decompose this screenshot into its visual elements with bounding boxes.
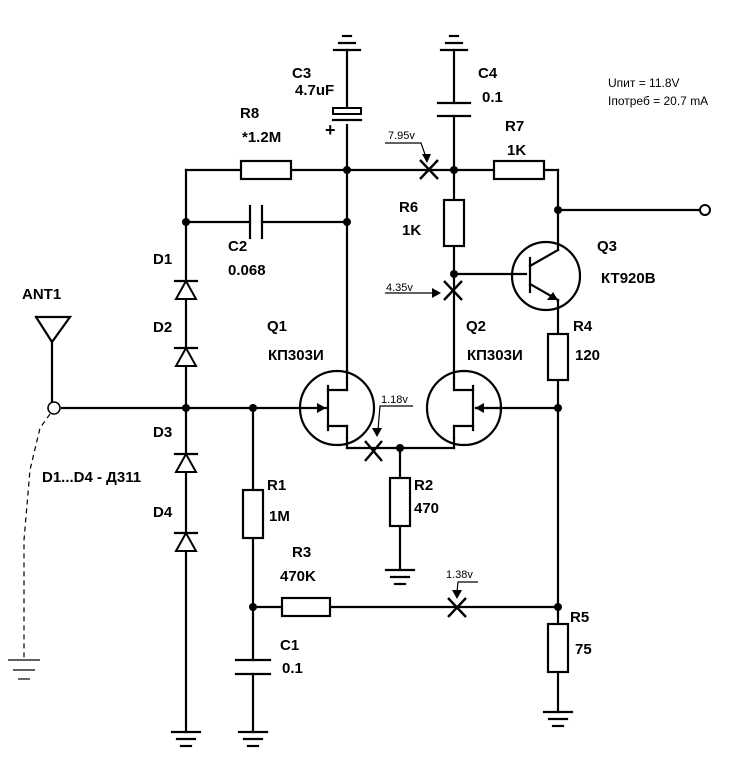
- resistor-r4: [546, 332, 570, 382]
- resistor-r7: [492, 159, 546, 181]
- probe-bias-value: 1.38v: [446, 569, 473, 581]
- supply-voltage: Uпит = 11.8V: [608, 76, 680, 90]
- resistor-r5: [546, 622, 570, 674]
- transistor-q2: [425, 369, 503, 447]
- diode-type-note: D1...D4 - Д311: [42, 469, 141, 486]
- c1-value: 0.1: [282, 660, 303, 677]
- capacitor-c3: [331, 107, 363, 122]
- r2-name: R2: [414, 477, 433, 494]
- c3-value: 4.7uF: [295, 82, 334, 99]
- q3-type: КТ920В: [601, 270, 656, 287]
- probe-supply: [385, 142, 439, 180]
- probe-drain: [385, 280, 463, 301]
- diode-d2: [173, 345, 199, 367]
- r4-name: R4: [573, 318, 593, 335]
- r6-name: R6: [399, 199, 418, 216]
- q1-name: Q1: [267, 318, 287, 335]
- r7-value: 1K: [507, 142, 526, 159]
- c3-name: C3: [292, 65, 311, 82]
- r3-value: 470K: [280, 568, 316, 585]
- probe-drain-value: 4.35v: [386, 282, 413, 294]
- r7-name: R7: [505, 118, 524, 135]
- c4-name: C4: [478, 65, 498, 82]
- resistor-r1: [241, 488, 265, 540]
- q1-type: КП303И: [268, 347, 324, 364]
- junctions: [182, 166, 562, 611]
- d3-label: D3: [153, 424, 172, 441]
- probe-source-value: 1.18v: [381, 394, 408, 406]
- d1-label: D1: [153, 251, 172, 268]
- q2-type: КП303И: [467, 347, 523, 364]
- r6-value: 1K: [402, 222, 421, 239]
- wires: [60, 48, 702, 734]
- r8-name: R8: [240, 105, 259, 122]
- labels: Uпит = 11.8V Iпотреб = 20.7 mA ANT1 D1 D…: [22, 65, 708, 677]
- resistor-r3: [280, 596, 332, 618]
- d2-label: D2: [153, 319, 172, 336]
- r8-value: *1.2M: [242, 129, 281, 146]
- diode-d1: [173, 278, 199, 300]
- capacitor-c2: [248, 204, 264, 240]
- resistor-r2: [388, 476, 412, 528]
- r2-value: 470: [414, 500, 439, 517]
- transistor-q3: [510, 240, 582, 312]
- resistor-r8: [239, 159, 293, 181]
- diode-d4: [173, 530, 199, 552]
- r4-value: 120: [575, 347, 600, 364]
- output-terminal: [699, 204, 711, 216]
- probe-bias: [447, 581, 478, 618]
- c4-value: 0.1: [482, 89, 503, 106]
- probe-supply-value: 7.95v: [388, 130, 415, 142]
- transistor-q1: [298, 369, 376, 447]
- diode-d3: [173, 451, 199, 473]
- ground-symbols: [8, 34, 574, 748]
- d4-label: D4: [153, 504, 173, 521]
- c2-value: 0.068: [228, 262, 266, 279]
- capacitor-c1: [234, 658, 272, 676]
- supply-current: Iпотреб = 20.7 mA: [608, 94, 708, 108]
- q3-name: Q3: [597, 238, 617, 255]
- resistor-r6: [442, 198, 466, 248]
- c3-polarity: +: [325, 120, 336, 140]
- r5-value: 75: [575, 641, 592, 658]
- r3-name: R3: [292, 544, 311, 561]
- capacitor-c4: [436, 101, 472, 118]
- r1-name: R1: [267, 477, 286, 494]
- probe-source: [364, 405, 413, 462]
- q2-name: Q2: [466, 318, 486, 335]
- antenna-label: ANT1: [22, 286, 61, 303]
- antenna-symbol: [23, 315, 73, 660]
- r1-value: 1M: [269, 508, 290, 525]
- r5-name: R5: [570, 609, 589, 626]
- c2-name: C2: [228, 238, 247, 255]
- c1-name: C1: [280, 637, 299, 654]
